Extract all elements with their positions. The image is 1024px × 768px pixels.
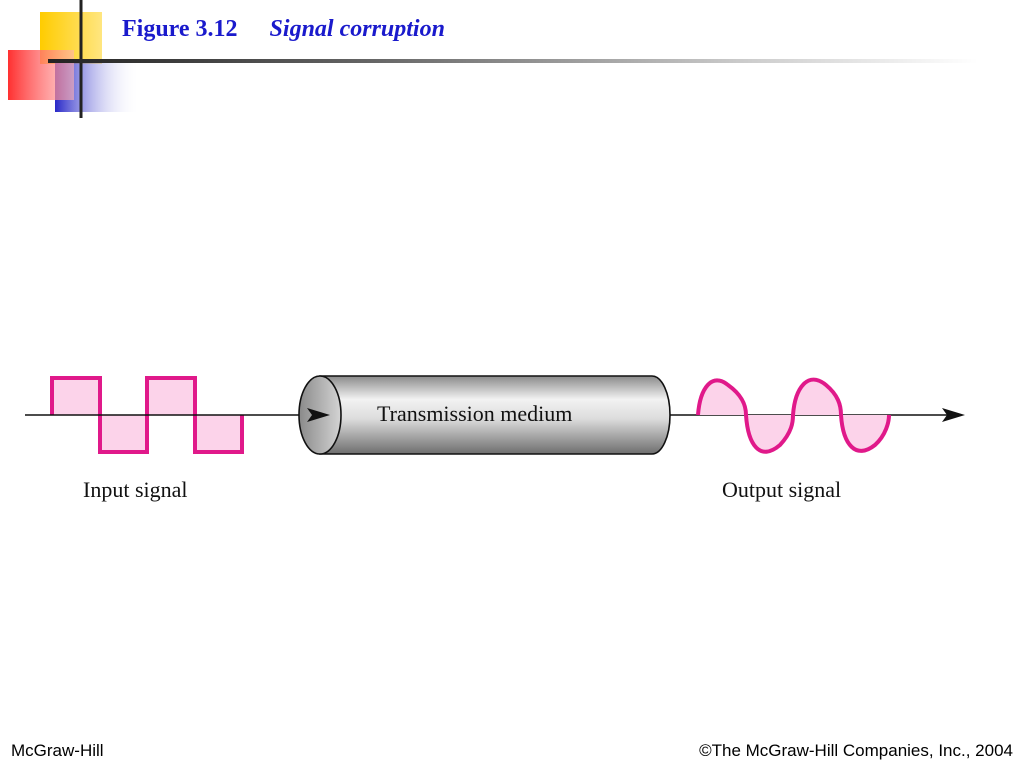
footer-copyright: ©The McGraw-Hill Companies, Inc., 2004 [699, 741, 1013, 760]
medium-inner-arrow-head [307, 408, 330, 422]
output-arrow-head [942, 408, 965, 422]
input-signal-label: Input signal [83, 477, 188, 502]
corner-decoration [8, 0, 140, 118]
figure-caption: Signal corruption [269, 16, 445, 42]
output-signal-label: Output signal [722, 477, 842, 502]
output-distorted-wave [698, 379, 889, 452]
medium-cylinder-body [319, 375, 671, 455]
transmission-medium-label: Transmission medium [377, 401, 573, 426]
header-rule [48, 59, 978, 63]
signal-corruption-diagram [25, 375, 965, 455]
figure-number: Figure 3.12 [122, 16, 238, 42]
footer-publisher: McGraw-Hill [11, 741, 104, 760]
corner-red-block [8, 50, 74, 100]
output-distorted-wave-outline [696, 377, 891, 454]
slide-title: Figure 3.12 Signal corruption [122, 16, 445, 43]
